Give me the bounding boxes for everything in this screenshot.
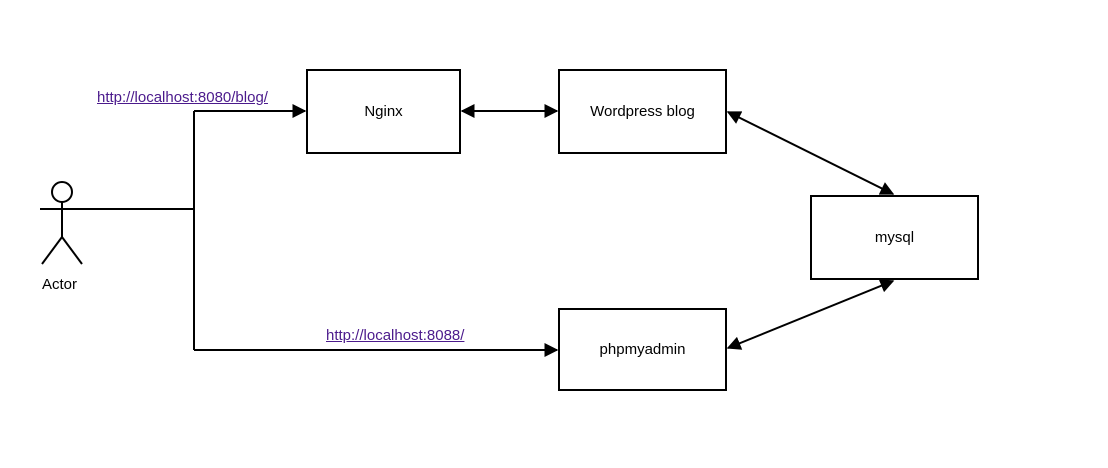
- actor-head: [51, 181, 73, 203]
- edge-phpmyadmin-mysql: [726, 279, 895, 350]
- actor-left-leg: [41, 236, 63, 265]
- blog-url-link[interactable]: http://localhost:8080/blog/: [97, 89, 268, 106]
- actor-figure: [40, 181, 84, 265]
- wordpress-node: Wordpress blog: [558, 69, 727, 154]
- mysql-node-label: mysql: [874, 229, 915, 246]
- nginx-node-label: Nginx: [364, 103, 403, 120]
- phpmyadmin-url-link[interactable]: http://localhost:8088/: [326, 327, 465, 344]
- mysql-node: mysql: [810, 195, 979, 280]
- wordpress-node-label: Wordpress blog: [590, 103, 695, 120]
- actor-label: Actor: [42, 276, 78, 293]
- phpmyadmin-node: phpmyadmin: [558, 308, 727, 391]
- actor-right-leg: [61, 236, 83, 265]
- nginx-node: Nginx: [306, 69, 461, 154]
- edge-wordpress-mysql: [726, 111, 895, 195]
- phpmyadmin-node-label: phpmyadmin: [599, 341, 686, 358]
